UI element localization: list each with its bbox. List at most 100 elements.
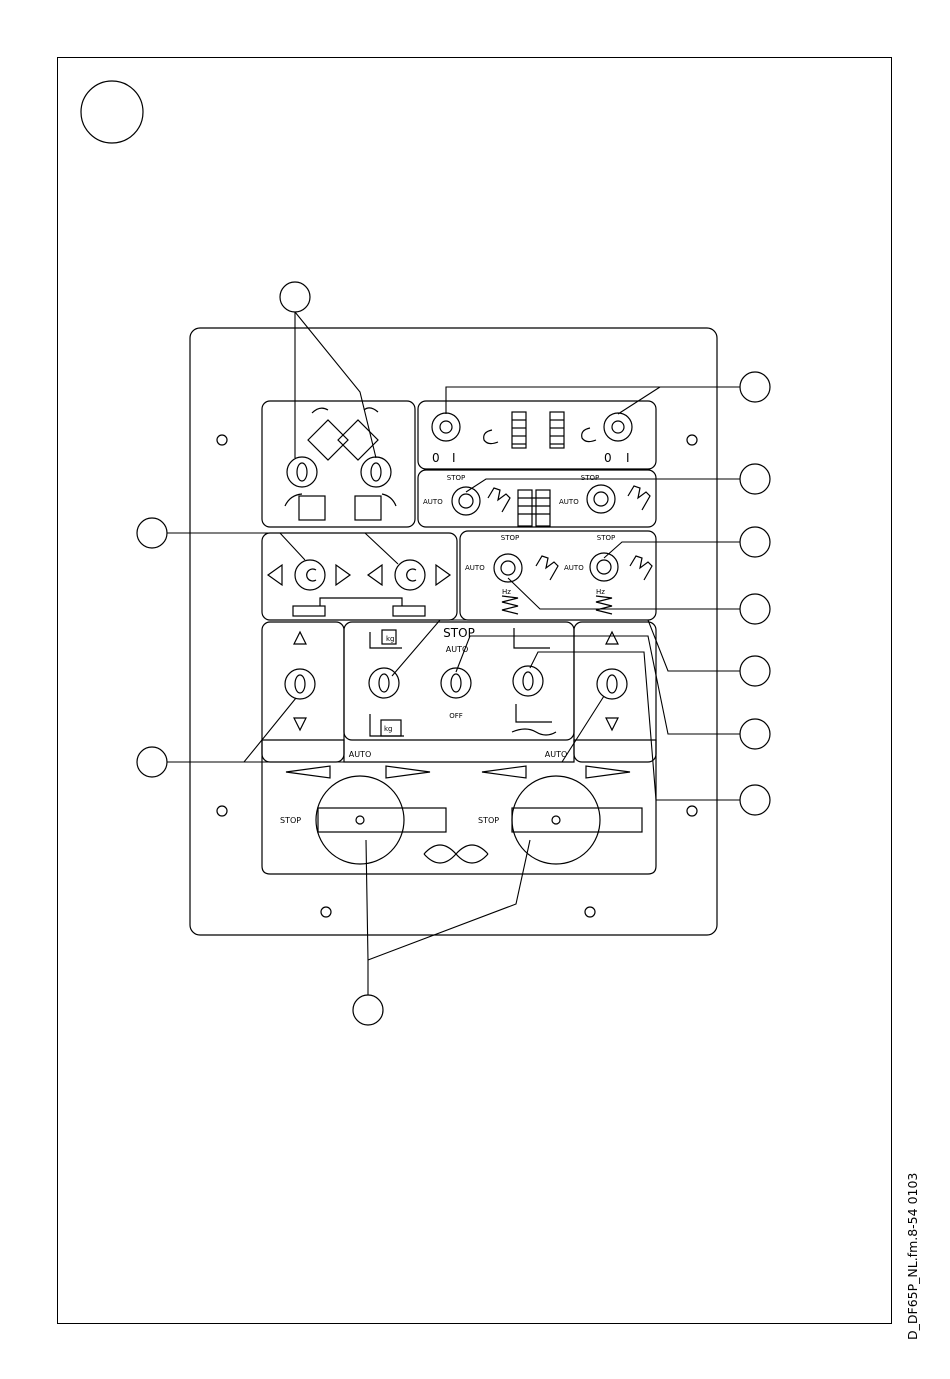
callout-circle: [740, 594, 770, 624]
label-kg: kg: [384, 725, 393, 733]
subpanel-tilt: [262, 401, 415, 527]
figure-number-circle: [81, 81, 143, 143]
mounting-hole: [217, 435, 227, 445]
label-auto: AUTO: [423, 498, 443, 506]
lateral-indicator-right: [393, 606, 425, 616]
label-stop: STOP: [447, 474, 465, 482]
mounting-hole: [217, 806, 227, 816]
conveyor-icon: [550, 412, 564, 448]
arrow-left-icon: [268, 565, 282, 585]
mounting-hole: [585, 907, 595, 917]
callout-circle: [740, 464, 770, 494]
callout-circle: [740, 372, 770, 402]
arrow-down-icon: [294, 718, 306, 730]
label-kg: kg: [386, 635, 395, 643]
arrow-right-icon: [586, 766, 630, 778]
label-stop-center: STOP: [443, 626, 475, 640]
label-auto: AUTO: [545, 750, 568, 759]
mounting-hole: [687, 435, 697, 445]
callout-circle: [280, 282, 310, 312]
vibration-icon: [502, 596, 518, 614]
belt-auto-switch-right[interactable]: [587, 485, 615, 513]
lateral-indicator-left: [293, 606, 325, 616]
hand-icon: [630, 556, 652, 580]
leader-line: [167, 698, 296, 762]
label-auto-center: AUTO: [446, 645, 469, 654]
vibrator-switch-right[interactable]: [590, 553, 618, 581]
label-stop: STOP: [280, 816, 301, 825]
leader-line: [530, 652, 740, 800]
leader-line: [167, 533, 398, 564]
leader-line: [508, 578, 740, 609]
belt-auto-switch-left[interactable]: [452, 487, 480, 515]
callout-circle: [353, 995, 383, 1025]
leader-line: [368, 840, 530, 960]
label-one: I: [452, 451, 456, 465]
lift-switch-left[interactable]: [285, 669, 315, 699]
lateral-switch-left[interactable]: [295, 560, 325, 590]
leader-line: [456, 636, 740, 734]
hand-icon: [536, 556, 558, 580]
arrow-left-icon: [286, 766, 330, 778]
belt-switch-left[interactable]: [432, 413, 460, 441]
arrow-up-icon: [294, 632, 306, 644]
lateral-switch-right[interactable]: [395, 560, 425, 590]
auger-dial-right[interactable]: [512, 776, 600, 864]
subpanel-vibrator: [460, 531, 656, 620]
leader-line: [167, 533, 305, 560]
conveyor-icon: [512, 412, 526, 448]
label-hz: Hz: [596, 588, 605, 596]
toggle-switch[interactable]: [287, 457, 317, 487]
hand-icon: [488, 488, 510, 512]
arrow-up-icon: [606, 632, 618, 644]
vibrator-switch-left[interactable]: [494, 554, 522, 582]
label-stop: STOP: [478, 816, 499, 825]
auger-dial-left[interactable]: [316, 776, 404, 864]
label-stop: STOP: [581, 474, 599, 482]
arrow-right-icon: [386, 766, 430, 778]
hand-icon: [628, 486, 650, 510]
label-zero: 0: [432, 451, 440, 465]
leader-line: [295, 312, 376, 458]
label-hz: Hz: [502, 588, 511, 596]
label-auto: AUTO: [465, 564, 485, 572]
conveyor-icon: [536, 490, 550, 526]
mounting-hole: [321, 907, 331, 917]
weigh-switch-center[interactable]: [441, 668, 471, 698]
arrow-down-icon: [606, 718, 618, 730]
label-auto: AUTO: [559, 498, 579, 506]
belt-switch-right[interactable]: [604, 413, 632, 441]
label-one: I: [626, 451, 630, 465]
callout-circle: [137, 747, 167, 777]
arrow-right-icon: [336, 565, 350, 585]
mounting-hole: [687, 806, 697, 816]
callout-circle: [137, 518, 167, 548]
callout-circle: [740, 656, 770, 686]
auger-dial-right-handle[interactable]: [512, 808, 642, 832]
callout-circle: [740, 785, 770, 815]
weigh-switch-right[interactable]: [513, 666, 543, 696]
subpanel-auger: [262, 740, 656, 874]
label-off: OFF: [449, 712, 463, 720]
document-file-code: D_DF65P_NL.fm.8-54 0103: [905, 1173, 920, 1340]
arrow-left-icon: [482, 766, 526, 778]
subpanel-lateral: [262, 533, 457, 620]
arrow-left-icon: [368, 565, 382, 585]
lift-switch-right[interactable]: [597, 669, 627, 699]
tilt-diagram-icon: [308, 420, 348, 460]
conveyor-icon: [518, 490, 532, 526]
toggle-switch[interactable]: [361, 457, 391, 487]
label-stop: STOP: [597, 534, 615, 542]
callout-circle: [740, 527, 770, 557]
label-auto: AUTO: [349, 750, 372, 759]
auger-dial-left-handle[interactable]: [318, 808, 446, 832]
tilt-square-icon: [355, 496, 381, 520]
vibration-icon: [596, 596, 612, 614]
arrow-right-icon: [436, 565, 450, 585]
leader-line: [604, 542, 740, 558]
label-zero: 0: [604, 451, 612, 465]
label-stop: STOP: [501, 534, 519, 542]
tilt-square-icon: [299, 496, 325, 520]
label-auto: AUTO: [564, 564, 584, 572]
